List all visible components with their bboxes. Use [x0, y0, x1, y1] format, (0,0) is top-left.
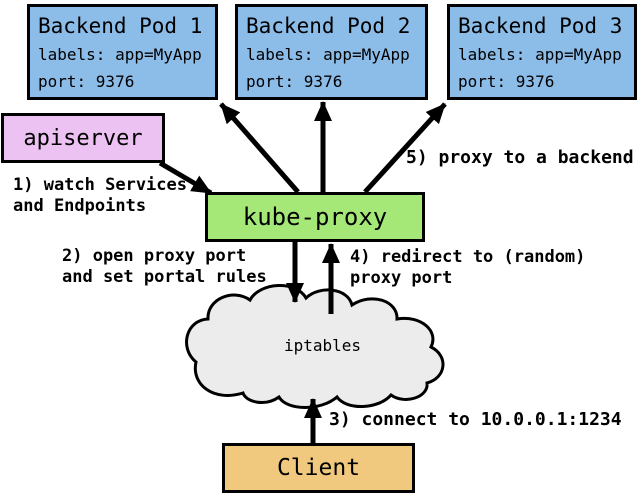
client-label: Client [276, 455, 361, 481]
backend-pod-3-labels: labels: app=MyApp [458, 45, 622, 64]
backend-pod-2-title: Backend Pod 2 [246, 14, 411, 38]
backend-pod-3-box: Backend Pod 3 labels: app=MyApp port: 93… [447, 4, 637, 100]
annotation-step-5: 5) proxy to a backend [406, 147, 634, 168]
backend-pod-3-title: Backend Pod 3 [458, 14, 623, 38]
kube-proxy-box: kube-proxy [205, 192, 425, 242]
annotation-step-1: 1) watch Services and Endpoints [13, 175, 187, 216]
backend-pod-1-box: Backend Pod 1 labels: app=MyApp port: 93… [27, 4, 218, 100]
apiserver-label: apiserver [23, 125, 143, 151]
backend-pod-2-port: port: 9376 [246, 72, 343, 91]
backend-pod-2-box: Backend Pod 2 labels: app=MyApp port: 93… [235, 4, 428, 100]
annotation-step-4: 4) redirect to (random) proxy port [350, 247, 586, 288]
iptables-label: iptables [284, 336, 362, 355]
arrow-kube-proxy-to-pod1 [219, 102, 300, 194]
client-box: Client [222, 443, 415, 493]
kube-proxy-label: kube-proxy [242, 203, 388, 231]
apiserver-box: apiserver [1, 113, 165, 163]
backend-pod-1-labels: labels: app=MyApp [38, 45, 202, 64]
backend-pod-1-title: Backend Pod 1 [38, 14, 203, 38]
backend-pod-3-port: port: 9376 [458, 72, 555, 91]
annotation-step-3: 3) connect to 10.0.0.1:1234 [329, 409, 622, 430]
annotation-step-2: 2) open proxy port and set portal rules [62, 246, 267, 287]
backend-pod-1-port: port: 9376 [38, 72, 135, 91]
backend-pod-2-labels: labels: app=MyApp [246, 45, 410, 64]
